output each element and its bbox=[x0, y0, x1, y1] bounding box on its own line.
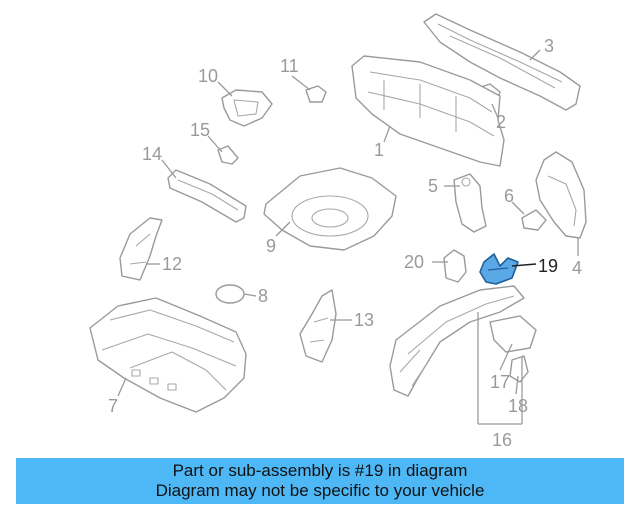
callout-6: 6 bbox=[504, 186, 514, 206]
part-3-rail bbox=[423, 13, 581, 111]
part-15-bracket bbox=[217, 145, 239, 165]
callout-18: 18 bbox=[508, 396, 528, 416]
callout-8: 8 bbox=[258, 286, 268, 306]
part-13-bracket bbox=[299, 289, 337, 363]
callout-3: 3 bbox=[544, 36, 554, 56]
callout-5: 5 bbox=[428, 176, 438, 196]
banner-line-disclaimer: Diagram may not be specific to your vehi… bbox=[155, 481, 485, 500]
part-7-floor-pan bbox=[89, 297, 247, 413]
callout-19: 19 bbox=[538, 256, 558, 276]
callout-2: 2 bbox=[496, 112, 506, 132]
callout-4: 4 bbox=[572, 258, 582, 278]
part-11-clip bbox=[305, 85, 327, 103]
part-8-plug bbox=[215, 284, 245, 304]
part-14-rail bbox=[167, 169, 247, 223]
part-5-bracket bbox=[453, 173, 487, 233]
part-9-spare-tire-well bbox=[263, 167, 397, 251]
part-6-plate bbox=[521, 209, 547, 231]
callout-12: 12 bbox=[162, 254, 182, 274]
callout-20: 20 bbox=[404, 252, 424, 272]
callout-1: 1 bbox=[374, 140, 384, 160]
info-banner: Part or sub-assembly is #19 in diagram D… bbox=[16, 458, 624, 504]
callout-labels: 3 2 1 4 5 6 7 8 9 10 11 12 13 14 15 16 1… bbox=[108, 36, 582, 450]
part-20-bracket bbox=[443, 249, 467, 283]
banner-line-part: Part or sub-assembly is #19 in diagram bbox=[172, 461, 468, 480]
callout-9: 9 bbox=[266, 236, 276, 256]
part-18-bracket bbox=[509, 355, 529, 383]
part-1-rear-panel bbox=[351, 55, 505, 167]
part-12-bracket bbox=[119, 217, 163, 281]
callout-10: 10 bbox=[198, 66, 218, 86]
callout-11: 11 bbox=[280, 56, 299, 76]
callout-13: 13 bbox=[354, 310, 374, 330]
callout-15: 15 bbox=[190, 120, 210, 140]
part-16-rail-assembly bbox=[389, 285, 537, 397]
callout-14: 14 bbox=[142, 144, 162, 164]
leader-lines bbox=[117, 49, 579, 425]
part-10-bracket bbox=[221, 89, 273, 127]
callout-16: 16 bbox=[492, 430, 512, 450]
part-19-highlighted bbox=[479, 253, 519, 285]
part-4-quarter-panel bbox=[535, 151, 587, 239]
callout-7: 7 bbox=[108, 396, 118, 416]
callout-17: 17 bbox=[490, 372, 510, 392]
